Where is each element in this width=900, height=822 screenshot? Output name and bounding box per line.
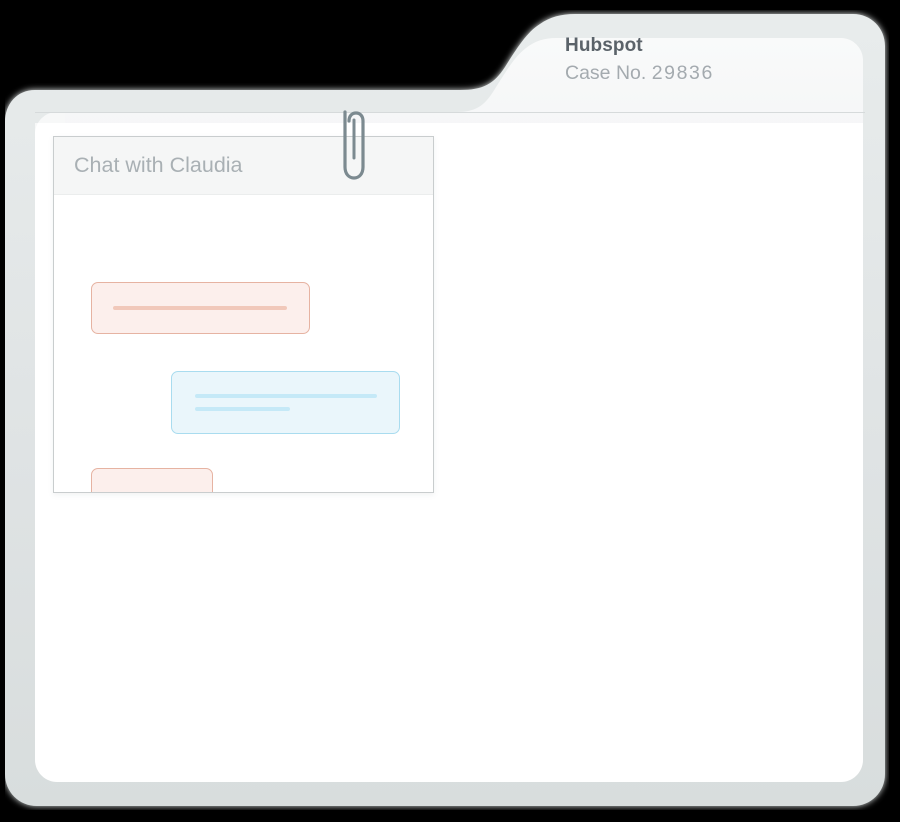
message-placeholder-line	[195, 394, 377, 398]
chat-message-bubble-incoming[interactable]	[91, 468, 213, 492]
chat-message-bubble-outgoing[interactable]	[171, 371, 400, 434]
chat-message-list	[54, 195, 433, 492]
message-placeholder-line	[113, 306, 287, 310]
header-divider	[35, 112, 865, 113]
chat-panel-title: Chat with Claudia	[74, 153, 243, 177]
chat-panel-header: Chat with Claudia	[54, 137, 433, 195]
chat-message-bubble-incoming[interactable]	[91, 282, 310, 334]
message-placeholder-line	[195, 407, 290, 411]
chat-panel[interactable]: Chat with Claudia	[53, 136, 434, 493]
